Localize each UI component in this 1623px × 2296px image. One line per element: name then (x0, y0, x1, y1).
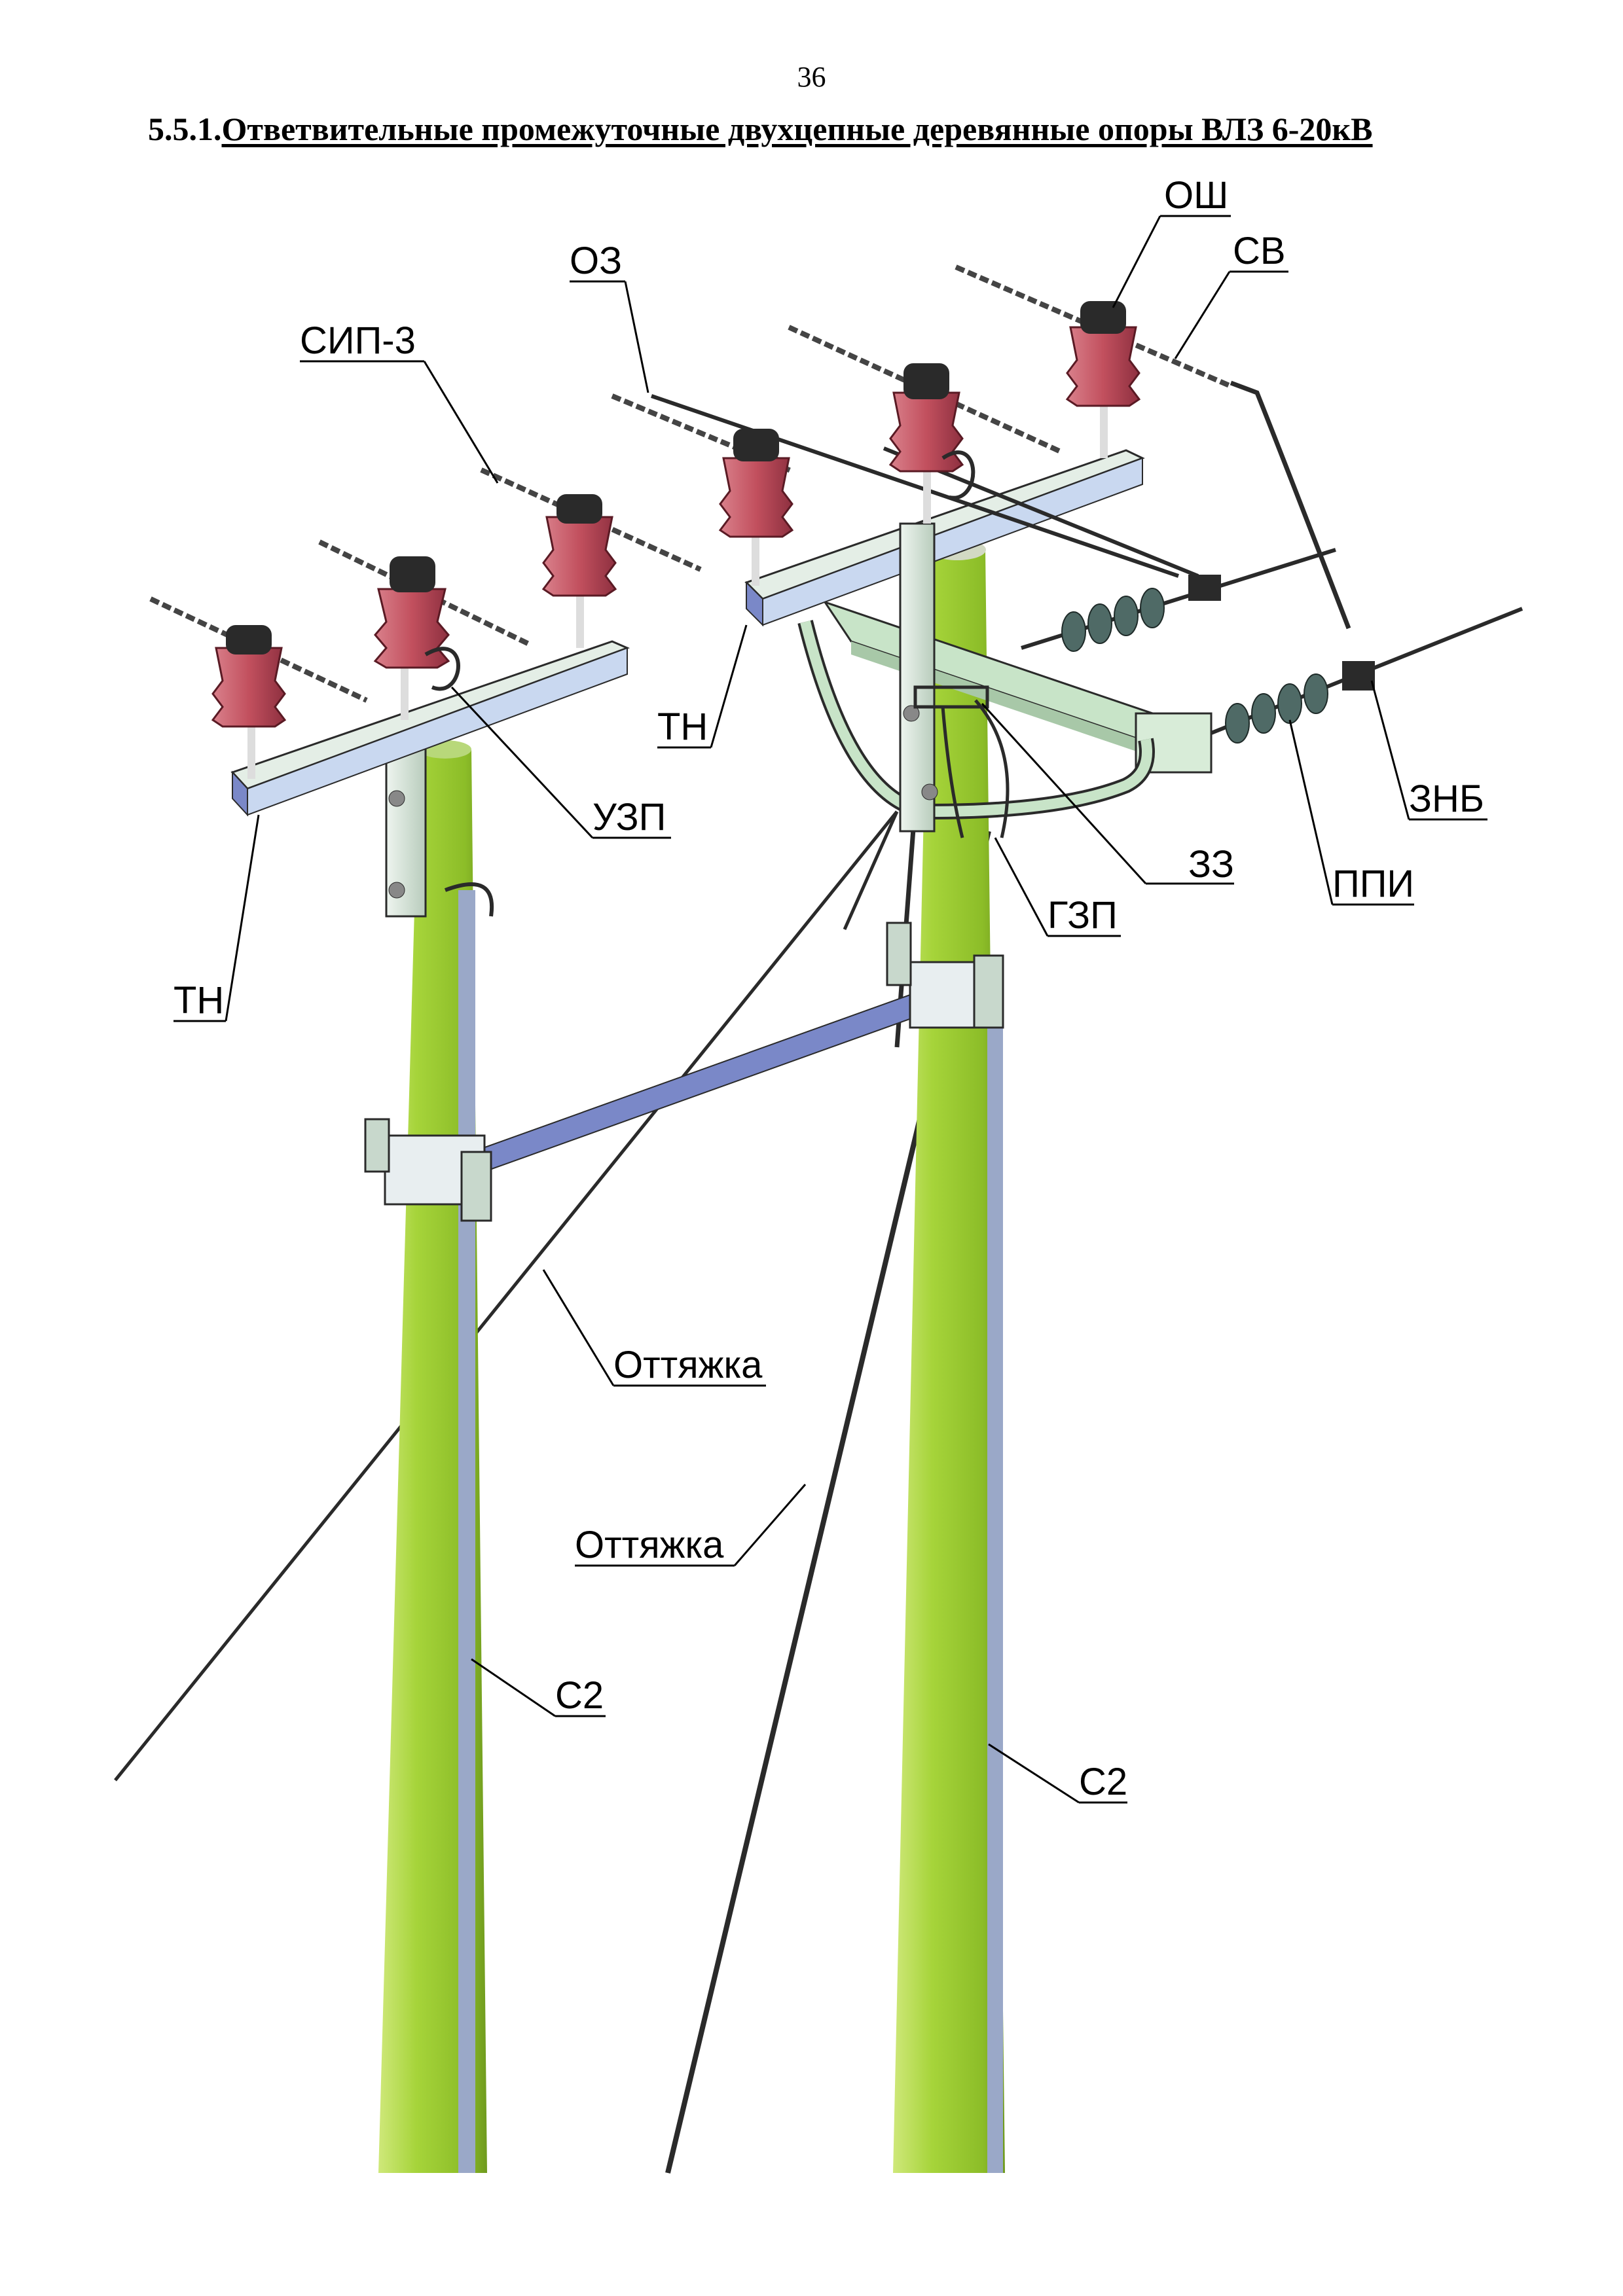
label-c2-right: С2 (988, 1743, 1127, 1804)
svg-text:С2: С2 (1079, 1761, 1127, 1803)
right-insulator-2 (888, 363, 976, 524)
left-insulator-3 (541, 494, 617, 648)
svg-text:ОЗ: ОЗ (570, 240, 622, 282)
ppi-insulator-upper (1021, 548, 1336, 652)
svg-text:ОШ: ОШ (1164, 174, 1228, 217)
right-crossarm (744, 449, 1145, 627)
svg-text:Оттяжка: Оттяжка (613, 1344, 763, 1386)
section-title-text: Ответвительные промежуточные двухцепные … (221, 111, 1373, 147)
ppi-insulator-lower (1210, 607, 1523, 744)
svg-text:ЗНБ: ЗНБ (1409, 778, 1484, 820)
ground-wires (941, 699, 1010, 838)
label-sv: СВ (1174, 230, 1288, 359)
label-sip3: СИП-3 (300, 319, 499, 484)
label-gzp: ГЗП (994, 837, 1121, 937)
svg-text:СВ: СВ (1233, 230, 1286, 272)
svg-text:ТН: ТН (657, 706, 708, 748)
right-pole-band (886, 922, 1004, 1029)
left-pole-band (364, 1118, 492, 1222)
svg-text:ЗЗ: ЗЗ (1188, 843, 1234, 886)
svg-text:ГЗП: ГЗП (1048, 894, 1118, 937)
label-zz: ЗЗ (981, 702, 1234, 886)
page-number: 36 (797, 61, 826, 93)
label-ottyazhka-2: Оттяжка (575, 1484, 807, 1567)
label-tn-right: ТН (657, 624, 748, 749)
guy-wire-left (114, 810, 899, 1782)
left-pole (378, 740, 487, 2173)
label-ottyazhka-1: Оттяжка (542, 1269, 766, 1387)
svg-text:СИП-3: СИП-3 (300, 319, 416, 362)
svg-text:С2: С2 (555, 1674, 604, 1717)
label-ppi: ППИ (1288, 719, 1414, 906)
left-crossarm (230, 640, 630, 817)
right-clamp-plate (899, 522, 989, 833)
label-znb: ЗНБ (1370, 680, 1487, 821)
right-insulator-3 (1065, 301, 1141, 458)
svg-text:ППИ: ППИ (1332, 863, 1414, 905)
svg-text:УЗП: УЗП (593, 796, 666, 838)
left-insulator-2 (373, 556, 460, 720)
label-c2-left: С2 (471, 1658, 606, 1717)
svg-text:Оттяжка: Оттяжка (575, 1524, 724, 1566)
section-number: 5.5.1. (148, 111, 222, 147)
section-title: 5.5.1.Ответвительные промежуточные двухц… (148, 110, 1536, 148)
left-clamp-plate (385, 738, 494, 918)
label-uzp: УЗП (450, 686, 671, 839)
left-insulator-1 (211, 625, 287, 779)
right-insulator-1 (718, 429, 794, 586)
svg-text:ТН: ТН (173, 979, 224, 1022)
label-tn-left: ТН (173, 814, 260, 1022)
sv-wire (1230, 380, 1351, 630)
label-osh: ОШ (1112, 174, 1231, 308)
label-oz: ОЗ (570, 240, 649, 393)
diagonal-strut (480, 994, 915, 1173)
